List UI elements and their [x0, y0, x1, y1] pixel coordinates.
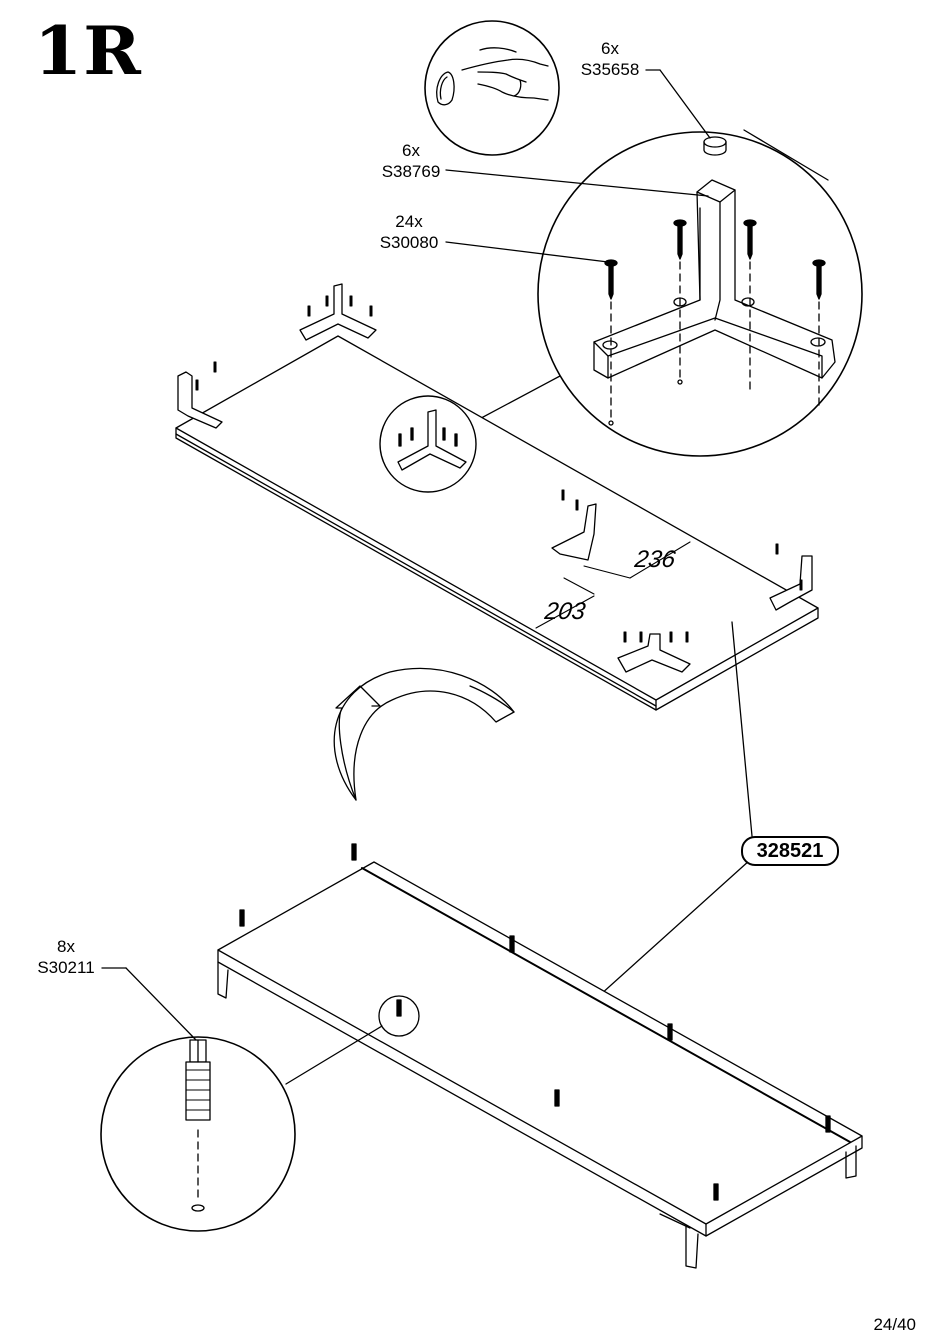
cam-dowel-icon: [185, 1039, 211, 1121]
dowel-callout: 8x S30211: [30, 936, 102, 978]
screw-icon: [604, 219, 826, 300]
shelf-panel-upper: [175, 335, 819, 711]
small-zoom-circle: [379, 395, 477, 493]
part-number-badge: 328521: [741, 836, 839, 866]
cap-part-code: S35658: [580, 60, 640, 79]
step-title: 1R: [34, 12, 142, 90]
bracket-quantity: 6x: [402, 141, 420, 160]
brackets-on-panel: [177, 283, 813, 673]
dowel-quantity: 8x: [57, 937, 75, 956]
hand-press-icon: [424, 20, 560, 156]
corner-bracket-icon: [593, 179, 836, 379]
cap-callout: 6x S35658: [575, 38, 645, 80]
bracket-part-code: S38769: [381, 162, 441, 181]
plastic-cap-icon: [703, 136, 727, 156]
dowel-part-code: S30211: [37, 958, 95, 977]
cap-quantity: 6x: [601, 39, 619, 58]
dimension-203: 203: [543, 598, 588, 625]
shelf-panel-lower: [217, 861, 863, 1269]
dowel-small-zoom: [378, 995, 420, 1037]
dimension-236: 236: [633, 546, 678, 573]
screw-part-code: S30080: [379, 233, 439, 252]
screw-quantity: 24x: [395, 212, 423, 231]
flip-arrow-icon: [333, 667, 515, 801]
dowel-zoom-detail: [100, 1036, 296, 1232]
panel-screws: [195, 295, 803, 643]
dimension-lines: [535, 541, 691, 629]
screw-callout: 24x S30080: [372, 211, 446, 253]
bracket-zoom-detail: [537, 131, 863, 457]
page-number: 24/40: [873, 1315, 916, 1334]
cam-dowels-on-panel: [239, 843, 831, 1201]
bracket-callout: 6x S38769: [376, 140, 446, 182]
